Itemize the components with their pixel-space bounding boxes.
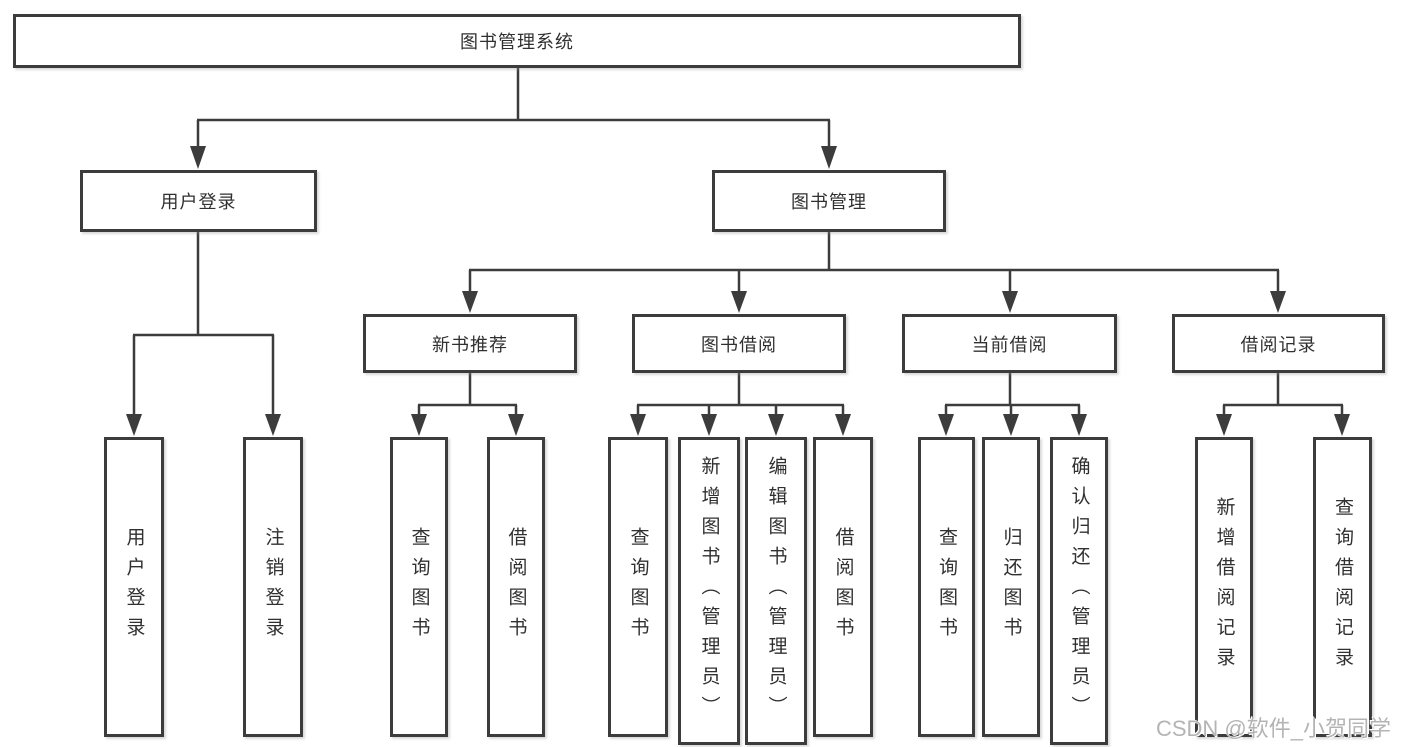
leaf-query-book-current-label: 查询图书 [936, 527, 957, 647]
leaf-query-book-current: 查询图书 [918, 437, 975, 737]
node-user-login-label: 用户登录 [160, 192, 237, 212]
leaf-query-borrow-record: 查询借阅记录 [1313, 437, 1372, 737]
leaf-query-borrow-record-label: 查询借阅记录 [1332, 497, 1353, 677]
leaf-borrow-book-borrowing: 借阅图书 [813, 437, 873, 737]
node-book-borrowing-label: 图书借阅 [701, 334, 777, 355]
leaf-add-book-admin-label: 新增图书（管理员） [698, 456, 720, 726]
leaf-logout: 注销登录 [243, 437, 303, 737]
leaf-confirm-return-admin-label: 确认归还（管理员） [1068, 456, 1090, 726]
leaf-edit-book-admin: 编辑图书（管理员） [745, 437, 807, 745]
leaf-add-book-admin: 新增图书（管理员） [678, 437, 740, 745]
leaf-borrow-book-recommend-label: 借阅图书 [505, 527, 527, 647]
leaf-logout-label: 注销登录 [262, 527, 284, 647]
leaf-query-book-recommend: 查询图书 [390, 437, 448, 737]
leaf-add-borrow-record: 新增借阅记录 [1195, 437, 1253, 737]
leaf-query-book-borrowing: 查询图书 [608, 437, 668, 737]
node-current-borrowing: 当前借阅 [902, 314, 1117, 373]
node-new-book-recommend: 新书推荐 [363, 314, 577, 373]
csdn-watermark: CSDN @软件_小贺同学 [1155, 716, 1391, 741]
leaf-user-login-label: 用户登录 [123, 527, 145, 647]
node-book-management: 图书管理 [712, 170, 946, 232]
node-root: 图书管理系统 [13, 14, 1021, 68]
leaf-borrow-book-borrowing-label: 借阅图书 [832, 527, 854, 647]
leaf-edit-book-admin-label: 编辑图书（管理员） [765, 456, 787, 726]
node-user-login: 用户登录 [80, 170, 317, 232]
node-root-label: 图书管理系统 [460, 32, 574, 52]
leaf-query-book-recommend-label: 查询图书 [408, 527, 430, 647]
leaf-query-book-borrowing-label: 查询图书 [627, 527, 649, 647]
node-borrowing-records: 借阅记录 [1172, 314, 1385, 373]
leaf-return-book: 归还图书 [982, 437, 1040, 737]
node-current-borrowing-label: 当前借阅 [971, 334, 1048, 355]
leaf-return-book-label: 归还图书 [1000, 527, 1022, 647]
node-book-management-label: 图书管理 [791, 192, 867, 212]
leaf-add-borrow-record-label: 新增借阅记录 [1213, 497, 1235, 677]
leaf-borrow-book-recommend: 借阅图书 [487, 437, 545, 737]
node-book-borrowing: 图书借阅 [632, 314, 846, 373]
arrowheads [126, 146, 1350, 436]
node-borrowing-records-label: 借阅记录 [1240, 334, 1317, 355]
leaf-user-login: 用户登录 [104, 437, 164, 737]
leaf-confirm-return-admin: 确认归还（管理员） [1050, 437, 1108, 745]
node-new-book-recommend-label: 新书推荐 [432, 334, 508, 355]
